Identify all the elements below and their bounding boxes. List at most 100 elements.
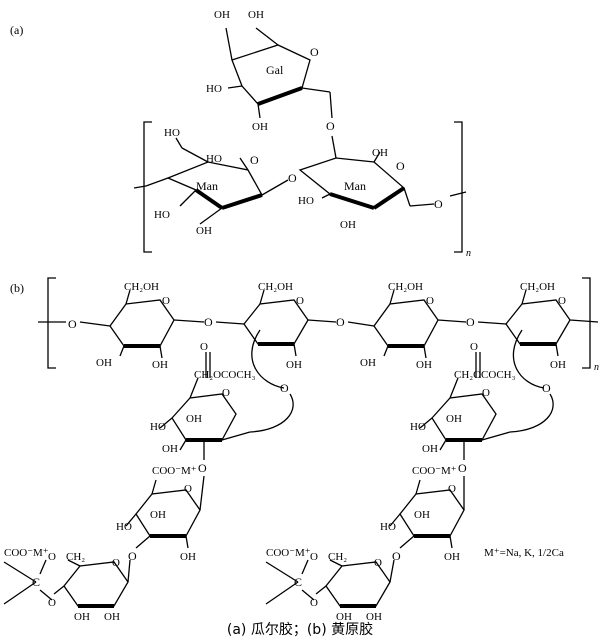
sidechain-2-pyruvate-mannose: COO⁻M⁺ O CH₂ C O O OH OH	[265, 547, 395, 623]
man1-ring-oxygen: O	[250, 153, 259, 167]
bb1-oh-2: OH	[152, 359, 168, 371]
branch-o-1: O	[280, 381, 289, 395]
sc1-oh-2: OH	[162, 443, 178, 455]
sc1-pyr-oh-2: OH	[104, 611, 120, 623]
bb2-oxygen: O	[296, 295, 304, 307]
bracket-left-a	[143, 121, 152, 253]
counterion-note: M⁺=Na, K, 1/2Ca	[484, 547, 564, 559]
bb3-oh-1: OH	[360, 357, 376, 369]
bb4-oh: OH	[550, 359, 566, 371]
gal-ring-label: Gal	[266, 63, 284, 77]
bracket-right-a	[454, 121, 463, 253]
sc2-pyr-coo: COO⁻M⁺	[266, 547, 311, 559]
bb2-oh: OH	[286, 359, 302, 371]
sc1-pyr-ring-o: O	[112, 557, 120, 569]
sc2-coo: COO⁻M⁺	[412, 465, 457, 477]
sidechain-2-glucuronic: COO⁻M⁺ O OH HO OH O	[380, 465, 465, 563]
chain-end-oxygen: O	[434, 197, 443, 211]
gal-oh-1: OH	[214, 9, 230, 21]
repeat-n-a: n	[466, 248, 471, 259]
panel-a-label: (a)	[10, 23, 23, 37]
bb4-ch2oh: CH₂OH	[520, 281, 555, 293]
man1-oh-bottom: OH	[196, 225, 212, 237]
bb1-oh-1: OH	[96, 357, 112, 369]
sc2-ho: HO	[410, 421, 426, 433]
man2-oh-bottom: OH	[340, 219, 356, 231]
gal-ho: HO	[206, 83, 222, 95]
sc2-pyr-oh-1: OH	[336, 611, 352, 623]
sidechain-1-pyruvate-mannose: COO⁻M⁺ O CH₂ C O O OH OH	[3, 547, 131, 623]
chain-o-4: O	[466, 315, 475, 329]
bb1-oxygen: O	[162, 295, 170, 307]
sc1-pyr-oh-1: OH	[74, 611, 90, 623]
sc2-ga-ho: HO	[380, 521, 396, 533]
sc1-pyr-o2: O	[48, 597, 56, 609]
sc2-ring-o: O	[482, 387, 490, 399]
sc1-carbonyl-o: O	[200, 341, 208, 353]
sc1-ga-oh-1: OH	[150, 509, 166, 521]
sc1-pyr-o1: O	[48, 551, 56, 563]
sc1-coo: COO⁻M⁺	[152, 465, 197, 477]
man-ring-1-label: Man	[196, 179, 218, 193]
sc1-pyr-coo: COO⁻M⁺	[4, 547, 49, 559]
gal-ring-oxygen: O	[310, 45, 319, 59]
figure-caption: (a) 瓜尔胶；(b) 黄原胶	[226, 622, 374, 638]
chain-o-2: O	[204, 315, 213, 329]
gal-ring: Gal O OH OH HO OH O	[206, 9, 335, 133]
sc1-ring-o: O	[222, 387, 230, 399]
repeat-n-b: n	[594, 362, 599, 373]
sc2-pyr-ring-o: O	[374, 557, 382, 569]
bracket-right-b	[582, 277, 591, 369]
sc2-pyr-o1: O	[310, 551, 318, 563]
panel-a: (a) Gal O OH OH HO OH O	[10, 9, 471, 259]
man-ring-2: Man O OH HO OH O	[298, 135, 467, 231]
sc2-pyr-ch2: CH₂	[328, 551, 347, 563]
panel-b-label: (b)	[10, 281, 24, 295]
man2-ring-oxygen: O	[396, 159, 405, 173]
gal-oh-2: OH	[248, 9, 264, 21]
man2-oh-top: OH	[372, 147, 388, 159]
backbone-ring-1: CH₂OH O OH OH O	[96, 281, 213, 371]
sidechain-1-glucuronic: COO⁻M⁺ O OH HO OH O	[116, 465, 205, 563]
bb3-oxygen: O	[426, 295, 434, 307]
sc1-ho: HO	[150, 421, 166, 433]
chain-o-3: O	[336, 315, 345, 329]
sc1-o-link: O	[198, 461, 207, 475]
man1-ho-top: HO	[164, 127, 180, 139]
sc2-o-link: O	[458, 461, 467, 475]
sc2-ga-oh-2: OH	[444, 551, 460, 563]
man1-ho-left: HO	[154, 209, 170, 221]
man-ring-2-label: Man	[344, 179, 366, 193]
gal-oh-3: OH	[252, 121, 268, 133]
linkage-oxygen: O	[326, 119, 335, 133]
sc2-pyr-c: C	[294, 575, 302, 589]
bb2-ch2oh: CH₂OH	[258, 281, 293, 293]
bb4-oxygen: O	[558, 295, 566, 307]
sc1-oh-1: OH	[186, 413, 202, 425]
bb3-ch2oh: CH₂OH	[388, 281, 423, 293]
sc1-acetyl: CH₂OCOCH₃	[194, 369, 256, 381]
bridge-oxygen: O	[288, 171, 297, 185]
backbone-ring-3: CH₂OH O OH OH O	[347, 281, 475, 371]
sc2-ga-oh-1: OH	[414, 509, 430, 521]
sc2-oh-1: OH	[446, 413, 462, 425]
bb1-ch2oh: CH₂OH	[124, 281, 159, 293]
sc1-o-link-2: O	[128, 549, 137, 563]
panel-b: (b) n O CH₂OH O OH OH O	[3, 277, 599, 623]
sidechain-2-acetyl-mannose: O CH₂OCOCH₃ O HO OH OH O	[410, 341, 554, 475]
sc2-ga-ring-o: O	[448, 483, 456, 495]
chain-o-1: O	[68, 317, 77, 331]
sc1-ga-ho: HO	[116, 521, 132, 533]
man-ring-1: Man O HO HO HO OH O	[145, 127, 297, 237]
man2-ho: HO	[298, 195, 314, 207]
bracket-left-b	[47, 277, 56, 369]
backbone-ring-4: CH₂OH O OH O	[477, 281, 599, 395]
sc2-pyr-o2: O	[310, 597, 318, 609]
sc2-acetyl: CH₂OCOCH₃	[454, 369, 516, 381]
sc2-o-link-2: O	[392, 549, 401, 563]
sc2-carbonyl-o: O	[470, 341, 478, 353]
sc2-pyr-oh-2: OH	[366, 611, 382, 623]
sidechain-1-acetyl-mannose: O CH₂OCOCH₃ O HO OH OH O	[150, 341, 294, 475]
man1-ho-mid: HO	[206, 153, 222, 165]
